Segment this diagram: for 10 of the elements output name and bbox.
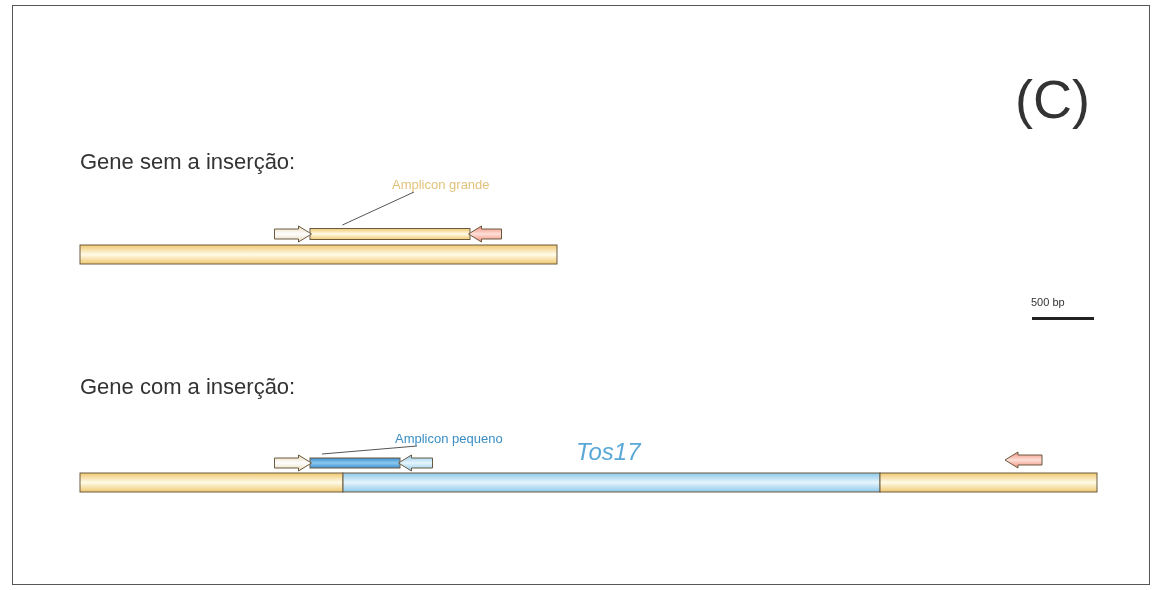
amplicon-drawing	[274, 225, 502, 243]
section-heading: Gene com a inserção:	[80, 376, 296, 398]
leader-line	[341, 191, 415, 226]
leader-line	[321, 445, 418, 455]
amplicon-drawing	[274, 454, 434, 472]
amplicon-label: Amplicon pequeno	[395, 432, 503, 445]
scale-label: 500 bp	[1031, 297, 1065, 308]
transposon-label: Tos17	[576, 440, 641, 464]
amplicon-label: Amplicon grande	[392, 178, 490, 191]
section-heading: Gene sem a inserção:	[80, 151, 296, 173]
